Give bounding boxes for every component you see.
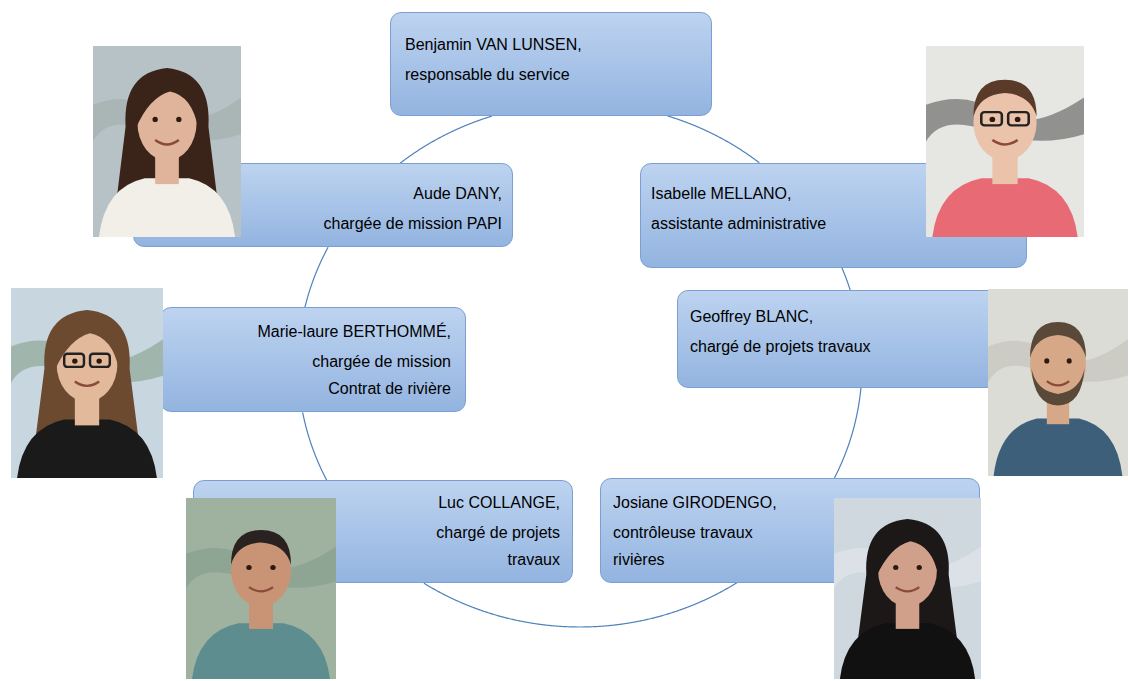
person-name: Geoffrey BLANC, [690, 305, 1012, 329]
person-name: Josiane GIRODENGO, [613, 491, 967, 515]
ring-connector [400, 116, 492, 163]
portrait-photo [834, 498, 981, 679]
person-box: Geoffrey BLANC, chargé de projets travaux [677, 290, 1025, 388]
person-role: chargée de mission PAPI [146, 210, 502, 237]
person-role: chargé de projets travaux [410, 519, 560, 573]
text-block: Isabelle MELLANO, assistante administrati… [641, 164, 1026, 237]
ring-connector [834, 388, 860, 478]
person-role: chargée de mission Contrat de rivière [291, 348, 451, 402]
person-name: Marie-laure BERTHOMMÉ, [173, 320, 451, 344]
person-role: responsable du service [405, 61, 699, 88]
person-role: assistante administrative [651, 210, 1014, 237]
portrait-photo [926, 46, 1084, 237]
person-role: chargé de projets travaux [690, 333, 1012, 360]
portrait-photo [988, 289, 1128, 476]
portrait-photo [186, 498, 336, 679]
person-name: Benjamin VAN LUNSEN, [405, 33, 699, 57]
person-box: Benjamin VAN LUNSEN, responsable du servi… [390, 12, 712, 116]
person-box: Josiane GIRODENGO, contrôleuse travaux ri… [600, 478, 980, 583]
person-role: contrôleuse travaux rivières [613, 519, 778, 573]
person-box: Marie-laure BERTHOMMÉ, chargée de mission… [160, 307, 466, 412]
text-block: Benjamin VAN LUNSEN, responsable du servi… [391, 13, 711, 88]
person-box: Aude DANY, chargée de mission PAPI [133, 163, 513, 247]
portrait-photo [93, 46, 241, 237]
ring-connector [303, 412, 327, 480]
ring-connector [305, 247, 328, 307]
person-name: Aude DANY, [146, 182, 502, 206]
text-block: Marie-laure BERTHOMMÉ, chargée de mission… [161, 308, 465, 402]
person-name: Isabelle MELLANO, [651, 182, 1014, 206]
ring-connector [668, 116, 760, 163]
person-box: Isabelle MELLANO, assistante administrati… [640, 163, 1027, 268]
ring-connector [424, 583, 737, 627]
text-block: Luc COLLANGE, chargé de projets travaux [194, 481, 572, 573]
ring-connector [842, 268, 850, 290]
text-block: Aude DANY, chargée de mission PAPI [134, 164, 512, 237]
text-block: Geoffrey BLANC, chargé de projets travaux [678, 291, 1024, 360]
text-block: Josiane GIRODENGO, contrôleuse travaux ri… [601, 479, 979, 573]
person-box: Luc COLLANGE, chargé de projets travaux [193, 480, 573, 583]
person-name: Luc COLLANGE, [206, 491, 560, 515]
portrait-photo [11, 288, 163, 478]
